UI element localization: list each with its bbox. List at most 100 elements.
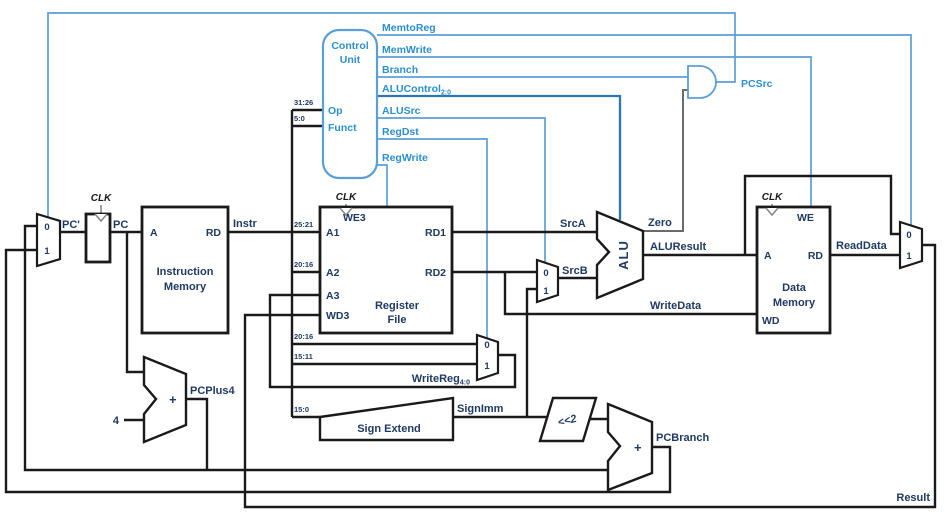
- alucontrol-label: ALUControl2:0: [382, 83, 451, 97]
- bits-15-0-label: 15:0: [294, 405, 309, 414]
- writereg-loop-wire: [268, 293, 517, 389]
- pcbranch-label: PCBranch: [656, 432, 709, 444]
- dm-wd-port: WD: [762, 315, 780, 327]
- pc-clk-label: CLK: [91, 193, 112, 204]
- control-op-port: Op: [328, 105, 343, 117]
- srca-label: SrcA: [560, 218, 586, 230]
- bits-31-26-label: 31:26: [294, 98, 313, 107]
- bits-15-11-label: 15:11: [294, 352, 313, 361]
- rf-wd3-port: WD3: [326, 310, 349, 322]
- dm-a-port: A: [764, 250, 772, 262]
- pc-label: PC: [113, 219, 128, 231]
- result-mux-1: 1: [906, 251, 912, 262]
- rf-rd1-port: RD1: [425, 227, 446, 239]
- rf-name-1: Register: [375, 300, 420, 312]
- shift-left2-box: [538, 396, 598, 443]
- pcbranch-adder: [606, 402, 654, 492]
- zero-label: Zero: [648, 217, 672, 229]
- sign-extend-label: Sign Extend: [357, 423, 421, 435]
- rf-name-2: File: [388, 314, 407, 326]
- writereg-mux: [475, 333, 500, 382]
- writedata-wire: [503, 272, 757, 316]
- pc-register: [84, 212, 112, 264]
- control-unit-box: [321, 28, 379, 180]
- dm-name-1: Data: [782, 282, 807, 294]
- pcsrc-label: PCSrc: [741, 78, 773, 90]
- aluresult-label: ALUResult: [650, 241, 707, 253]
- srcb-mux-1: 1: [543, 286, 549, 297]
- srcb-mux-0: 0: [543, 268, 548, 279]
- im-name-2: Memory: [164, 281, 207, 293]
- regwrite-label: RegWrite: [382, 152, 428, 164]
- branch-label: Branch: [382, 64, 418, 76]
- result-label: Result: [896, 492, 930, 504]
- im-rd-port: RD: [206, 227, 222, 239]
- pcbranch-plus-icon: +: [634, 440, 642, 455]
- pcsrc-and-gate-icon: [687, 65, 717, 99]
- pc-mux-0: 0: [44, 222, 49, 233]
- bits-5-0-label: 5:0: [294, 114, 305, 123]
- dm-clock-wedge-icon: [765, 207, 779, 217]
- pcplus4-feedback-wire: [23, 224, 608, 472]
- const4-label: 4: [113, 415, 120, 427]
- writedata-label: WriteData: [650, 300, 702, 312]
- writereg-label: WriteReg4:0: [412, 373, 470, 387]
- rf-clk-label: CLK: [336, 192, 357, 203]
- result-mux: [898, 220, 924, 270]
- aluresult-bypass-wire: [743, 174, 900, 255]
- rf-we3-port: WE3: [343, 212, 366, 224]
- zero-wire: [643, 89, 688, 232]
- regdst-label: RegDst: [382, 126, 419, 138]
- dm-we-port: WE: [797, 212, 814, 224]
- memtoreg-label: MemtoReg: [382, 22, 436, 34]
- bits-25-21-label: 25:21: [294, 220, 313, 229]
- pc-mux: [35, 212, 62, 268]
- rf-rd2-port: RD2: [425, 267, 446, 279]
- pcplus4-label: PCPlus4: [190, 385, 236, 397]
- dm-rd-port: RD: [808, 250, 824, 262]
- bits-20-16-label: 20:16: [294, 260, 313, 269]
- rf-a1-port: A1: [326, 227, 340, 239]
- result-mux-0: 0: [906, 230, 911, 241]
- rf-a2-port: A2: [326, 267, 340, 279]
- pcplus4-adder: [142, 355, 188, 444]
- pcbranch-feedback-wire: [4, 248, 672, 494]
- signimm-label: SignImm: [457, 403, 504, 415]
- pc-to-adder-wire: [125, 232, 145, 374]
- alu-label: ALU: [616, 240, 631, 270]
- alucontrol-wire: [377, 94, 622, 220]
- control-unit-title-1: Control: [331, 40, 368, 52]
- rf-clock-wedge-icon: [339, 207, 353, 217]
- bits-20-16-lower-label: 20:16: [294, 332, 313, 341]
- shift-left2-label: <<2: [557, 413, 578, 429]
- pc-prime-label: PC': [62, 219, 80, 231]
- control-unit-title-2: Unit: [340, 54, 361, 66]
- memwrite-wire: [377, 56, 812, 207]
- readdata-label: ReadData: [836, 240, 888, 252]
- instruction-memory-box: [140, 205, 230, 335]
- memtoreg-wire: [377, 34, 912, 226]
- writereg-mux-1: 1: [484, 361, 490, 372]
- srcb-mux: [535, 258, 560, 304]
- alusrc-wire: [377, 117, 546, 263]
- pcsrc-wire: [47, 12, 736, 218]
- signimm-to-mux-wire: [525, 287, 537, 417]
- regwrite-wire: [377, 164, 388, 207]
- sign-extend-box: [318, 396, 455, 442]
- rf-a3-port: A3: [326, 290, 340, 302]
- pc-mux-1: 1: [44, 246, 50, 257]
- im-a-port: A: [150, 227, 158, 239]
- writereg-mux-0: 0: [484, 340, 489, 351]
- instr-label: Instr: [233, 218, 258, 230]
- result-wire: [243, 243, 937, 509]
- srcb-label: SrcB: [562, 265, 588, 277]
- memwrite-label: MemWrite: [382, 44, 432, 56]
- data-memory-box: [755, 205, 832, 335]
- dm-name-2: Memory: [773, 297, 816, 309]
- alu-shape: [595, 210, 645, 300]
- control-funct-port: Funct: [328, 122, 357, 134]
- im-name-1: Instruction: [157, 266, 214, 278]
- pcplus4-out-wire: [186, 397, 209, 470]
